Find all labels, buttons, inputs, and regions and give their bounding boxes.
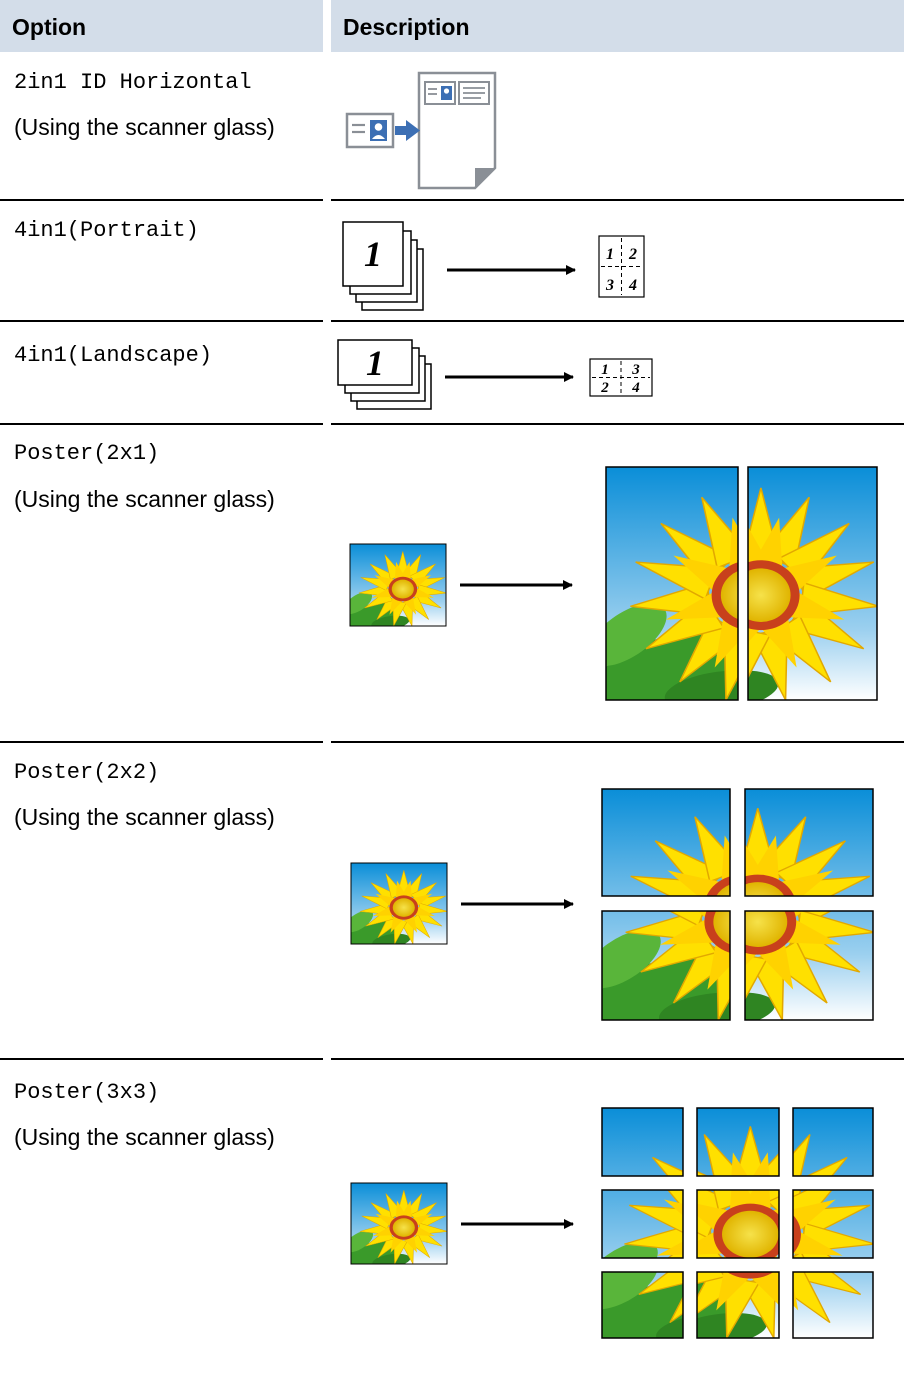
option-note: (Using the scanner glass) xyxy=(14,804,275,830)
4in1-landscape-diagram: 1 1 3 2 4 xyxy=(337,339,653,410)
option-note: (Using the scanner glass) xyxy=(14,486,275,512)
option-note: (Using the scanner glass) xyxy=(14,1124,275,1150)
option-poster-2x1: Poster(2x1) xyxy=(14,441,160,466)
id-card-copy-icon xyxy=(345,71,497,190)
sunflower-poster-2x2 xyxy=(350,788,874,1021)
column-header-description: Description xyxy=(331,0,904,52)
svg-text:2: 2 xyxy=(628,246,637,263)
svg-text:1: 1 xyxy=(601,362,609,378)
4in1-portrait-diagram: 1 1 2 3 4 xyxy=(342,221,645,311)
svg-text:1: 1 xyxy=(606,246,614,263)
svg-text:1: 1 xyxy=(366,343,384,383)
option-4in1-landscape: 4in1(Landscape) xyxy=(14,343,213,368)
svg-text:4: 4 xyxy=(631,380,640,396)
page-number-label: 1 xyxy=(364,234,382,274)
option-2in1-id-horizontal: 2in1 ID Horizontal xyxy=(14,70,252,95)
option-poster-2x2: Poster(2x2) xyxy=(14,760,160,785)
option-note: (Using the scanner glass) xyxy=(14,114,275,140)
option-poster-3x3: Poster(3x3) xyxy=(14,1080,160,1105)
svg-text:3: 3 xyxy=(605,277,614,294)
sunflower-poster-2x1 xyxy=(349,466,878,701)
svg-text:2: 2 xyxy=(600,380,609,396)
sunflower-poster-3x3 xyxy=(350,1107,874,1339)
svg-text:3: 3 xyxy=(631,362,640,378)
option-4in1-portrait: 4in1(Portrait) xyxy=(14,218,199,243)
svg-text:4: 4 xyxy=(628,277,637,294)
column-header-option: Option xyxy=(0,0,323,52)
